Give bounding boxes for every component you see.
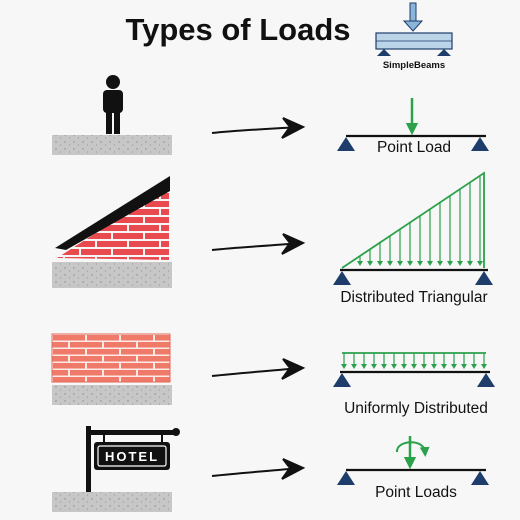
hotel-sign-text: HOTEL <box>105 449 159 464</box>
arrowhead <box>477 261 483 266</box>
load-label: Point Load <box>377 139 451 156</box>
load-label: Uniformly Distributed <box>344 400 488 417</box>
page-title: Types of Loads <box>125 12 351 47</box>
arrowhead <box>451 364 457 369</box>
arrow-icon <box>211 458 306 480</box>
arrowhead <box>441 364 447 369</box>
arrowhead <box>461 364 467 369</box>
arrowhead <box>377 261 383 266</box>
beam-distributed-triangular: Distributed Triangular <box>333 171 493 306</box>
arrowhead <box>447 261 453 266</box>
arrowhead <box>471 364 477 369</box>
arrowhead <box>407 261 413 266</box>
arrowhead <box>401 364 407 369</box>
ground-slab <box>52 262 172 288</box>
moment-arrow <box>396 441 430 457</box>
load-label: Point Loads <box>375 484 457 501</box>
person-illustration <box>52 75 172 155</box>
person-icon <box>106 75 120 89</box>
brick-wall-illustration <box>51 333 172 405</box>
arrowhead <box>417 261 423 266</box>
load-label: Distributed Triangular <box>340 289 487 306</box>
arrowhead <box>467 261 473 266</box>
arrowhead <box>391 364 397 369</box>
brand-label: SimpleBeams <box>383 60 445 71</box>
ground-slab <box>52 385 172 405</box>
arrowhead <box>351 364 357 369</box>
support-icon <box>337 137 355 151</box>
arrowhead <box>481 364 487 369</box>
arrowhead <box>371 364 377 369</box>
arrowhead <box>341 364 347 369</box>
arrowhead <box>431 364 437 369</box>
support-icon <box>477 373 495 387</box>
arrowhead <box>421 364 427 369</box>
arrow-icon <box>211 358 306 380</box>
support-icon <box>337 471 355 485</box>
arrowhead <box>427 261 433 266</box>
arrow-icon <box>211 117 306 139</box>
arrowhead <box>361 364 367 369</box>
arrowhead <box>387 261 393 266</box>
ground-slab <box>52 492 172 512</box>
arrowhead <box>437 261 443 266</box>
support-icon <box>471 471 489 485</box>
arrow-icon <box>211 233 306 255</box>
support-icon <box>471 137 489 151</box>
beam-uniformly-distributed: Uniformly Distributed <box>333 352 495 417</box>
triangular-wall-illustration <box>52 176 172 288</box>
arrowhead <box>411 364 417 369</box>
arrowhead <box>367 261 373 266</box>
hotel-sign-illustration: HOTEL <box>52 426 180 512</box>
support-icon <box>475 271 493 285</box>
ground-slab <box>52 135 172 155</box>
arrowhead <box>457 261 463 266</box>
beam-point-loads: Point Loads <box>337 436 489 501</box>
arrowhead <box>381 364 387 369</box>
arrowhead <box>357 261 363 266</box>
simplebeams-logo: SimpleBeams <box>375 2 453 71</box>
beam-point-load: Point Load <box>337 98 489 156</box>
arrowhead <box>397 261 403 266</box>
support-icon <box>333 373 351 387</box>
support-icon <box>333 271 351 285</box>
